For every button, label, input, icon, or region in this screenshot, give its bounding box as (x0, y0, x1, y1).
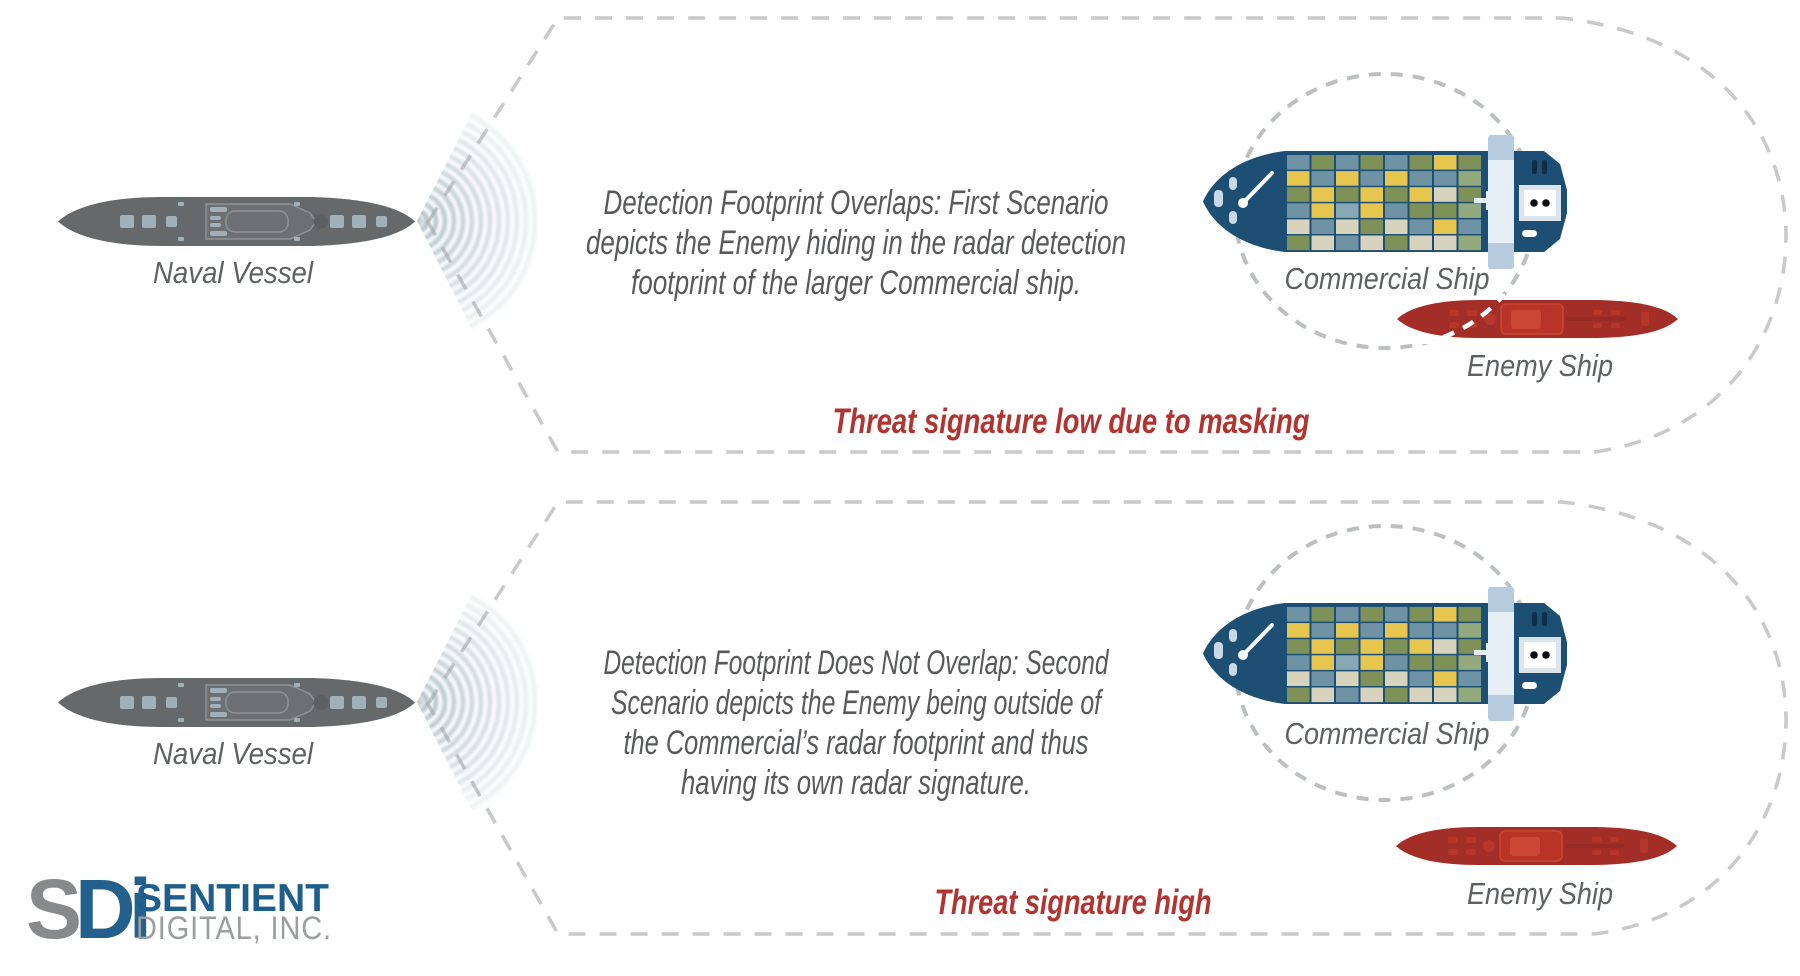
enemy-ship-label-2: Enemy Ship (1467, 876, 1613, 911)
naval-vessel-icon-1 (57, 196, 416, 247)
commercial-ship-label-2: Commercial Ship (1285, 716, 1490, 751)
company-logo: SDi SENTIENT DIGITAL, INC. (26, 862, 332, 956)
scenario-1-description-line: footprint of the larger Commercial ship. (631, 264, 1081, 302)
enemy-ship-icon-1 (1396, 299, 1679, 339)
scenario-2: Naval Vessel Commercial Ship Enemy Ship … (57, 500, 1788, 936)
scenario-2-description-line: having its own radar signature. (681, 764, 1031, 802)
scenario-2-description-line: the Commercial’s radar footprint and thu… (624, 724, 1089, 762)
naval-vessel-icon-2 (57, 677, 416, 728)
scenario-2-description-line: Scenario depicts the Enemy being outside… (611, 684, 1104, 722)
scenario-2-description: Detection Footprint Does Not Overlap: Se… (604, 644, 1110, 802)
scenario-1-description-line: depicts the Enemy hiding in the radar de… (586, 224, 1126, 262)
threat-status-text-1: Threat signature low due to masking (833, 402, 1310, 441)
commercial-ship-icon-2 (1201, 585, 1569, 723)
enemy-ship-label-1: Enemy Ship (1467, 348, 1613, 383)
naval-vessel-label-1: Naval Vessel (153, 255, 314, 290)
scenario-1: Naval Vessel Commercial Ship Enemy Ship … (57, 16, 1788, 454)
scenario-2-description-line: Detection Footprint Does Not Overlap: Se… (604, 644, 1110, 682)
enemy-ship-icon-2 (1395, 826, 1678, 866)
scenario-1-description-line: Detection Footprint Overlaps: First Scen… (604, 184, 1109, 222)
naval-vessel-label-2: Naval Vessel (153, 736, 314, 771)
detection-footprint-outline-2 (425, 500, 1788, 936)
logo-monogram: SDi (26, 862, 147, 956)
scenario-1-description: Detection Footprint Overlaps: First Scen… (586, 184, 1126, 302)
detection-footprint-outline-1 (425, 16, 1788, 454)
logo-name-line1: SENTIENT (136, 877, 329, 920)
logo-name-line2: DIGITAL, INC. (136, 910, 332, 946)
commercial-ship-label-1: Commercial Ship (1285, 261, 1490, 296)
commercial-ship-icon-1 (1201, 133, 1569, 271)
threat-status-text-2: Threat signature high (935, 883, 1212, 922)
